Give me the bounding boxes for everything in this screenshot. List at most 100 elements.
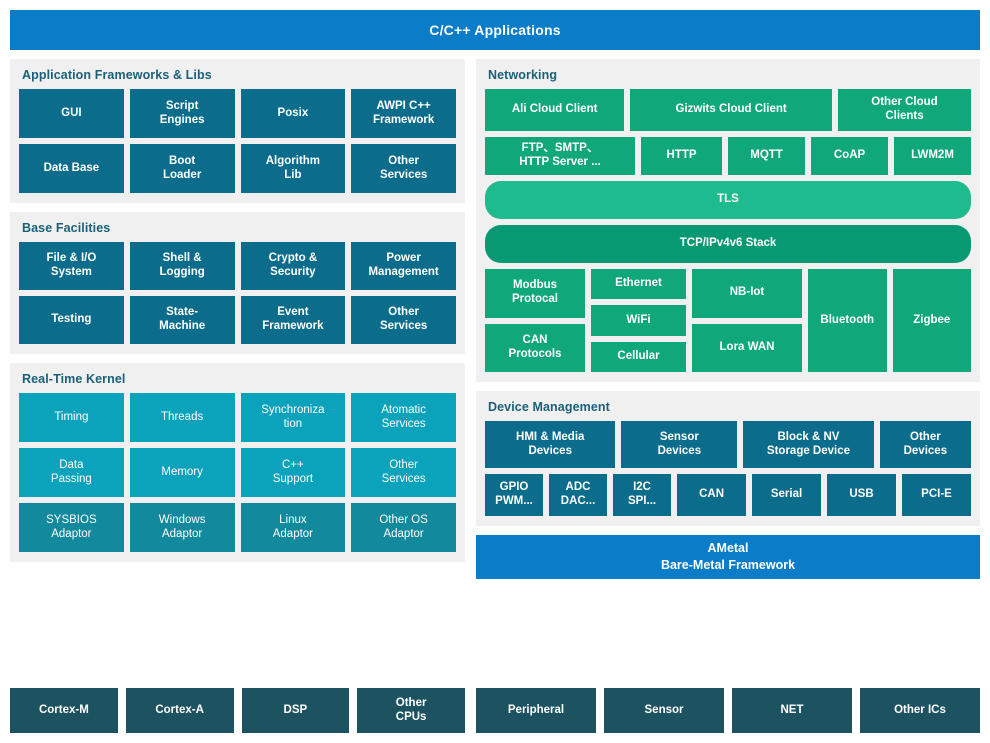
block-event-framework[interactable]: Event Framework: [240, 296, 346, 344]
block-ametal-bare-metal-framework[interactable]: AMetal Bare-Metal Framework: [476, 535, 980, 579]
block-modbus-protocal[interactable]: Modbus Protocal: [485, 269, 585, 318]
networking-tls-row: TLS: [485, 181, 971, 219]
block-synchronization[interactable]: Synchroniza tion: [240, 393, 346, 442]
app-frameworks-row-2: Data Base Boot Loader Algorithm Lib Othe…: [19, 144, 456, 193]
block-algorithm-lib[interactable]: Algorithm Lib: [240, 144, 346, 193]
block-other-cpus[interactable]: Other CPUs: [357, 688, 465, 733]
kernel-row-2: Data Passing Memory C++ Support Other Se…: [19, 448, 456, 497]
block-other-ics[interactable]: Other ICs: [860, 688, 980, 733]
radio-col-fieldbus: Modbus Protocal CAN Protocols: [485, 269, 585, 372]
block-hmi-media-devices[interactable]: HMI & Media Devices: [485, 421, 616, 468]
block-file-io-system[interactable]: File & I/O System: [19, 242, 124, 290]
ametal-line-1: AMetal: [707, 541, 749, 556]
base-facilities-row-1: File & I/O System Shell & Logging Crypto…: [19, 242, 456, 290]
block-linux-adaptor[interactable]: Linux Adaptor: [240, 503, 346, 552]
block-ali-cloud-client[interactable]: Ali Cloud Client: [485, 89, 625, 131]
radio-col-zigbee: Zigbee: [892, 269, 971, 372]
block-tcp-ipv4v6-stack[interactable]: TCP/IPv4v6 Stack: [485, 225, 971, 263]
block-serial[interactable]: Serial: [752, 474, 822, 516]
block-awpi-cpp-framework[interactable]: AWPI C++ Framework: [351, 89, 456, 138]
block-wifi[interactable]: WiFi: [591, 305, 686, 336]
block-mqtt[interactable]: MQTT: [728, 137, 806, 175]
block-adc-dac[interactable]: ADC DAC...: [549, 474, 608, 516]
applications-banner: C/C++ Applications: [10, 10, 980, 50]
panel-title-device-management: Device Management: [488, 400, 610, 414]
block-script-engines[interactable]: Script Engines: [129, 89, 235, 138]
device-management-row-2: GPIO PWM... ADC DAC... I2C SPI... CAN Se…: [485, 474, 971, 516]
block-gpio-pwm[interactable]: GPIO PWM...: [485, 474, 544, 516]
hardware-cpus: Cortex-M Cortex-A DSP Other CPUs: [10, 688, 465, 733]
block-other-os-adaptor[interactable]: Other OS Adaptor: [351, 503, 456, 552]
block-sensor-devices[interactable]: Sensor Devices: [621, 421, 738, 468]
block-sensor-ic[interactable]: Sensor: [604, 688, 724, 733]
block-other-services-app[interactable]: Other Services: [351, 144, 456, 193]
panel-realtime-kernel: Real-Time Kernel Timing Threads Synchron…: [10, 363, 465, 562]
block-cortex-m[interactable]: Cortex-M: [10, 688, 118, 733]
block-data-base[interactable]: Data Base: [19, 144, 124, 193]
block-cortex-a[interactable]: Cortex-A: [125, 688, 234, 733]
block-can-protocols[interactable]: CAN Protocols: [485, 323, 585, 372]
panel-application-frameworks: Application Frameworks & Libs GUI Script…: [10, 59, 465, 203]
block-other-cloud-clients[interactable]: Other Cloud Clients: [838, 89, 971, 131]
block-ftp-smtp-http-server[interactable]: FTP、SMTP、 HTTP Server ...: [485, 137, 636, 175]
radio-col-lpwan: NB-Iot Lora WAN: [692, 269, 802, 372]
block-coap[interactable]: CoAP: [811, 137, 889, 175]
hardware-ics: Peripheral Sensor NET Other ICs: [476, 688, 980, 733]
panel-title-realtime-kernel: Real-Time Kernel: [22, 372, 126, 386]
radio-col-wired-wireless: Ethernet WiFi Cellular: [591, 269, 686, 372]
block-bluetooth[interactable]: Bluetooth: [808, 269, 887, 372]
block-pci-e[interactable]: PCI-E: [902, 474, 971, 516]
block-peripheral[interactable]: Peripheral: [476, 688, 596, 733]
panel-title-base-facilities: Base Facilities: [22, 221, 111, 235]
block-crypto-security[interactable]: Crypto & Security: [240, 242, 346, 290]
block-boot-loader[interactable]: Boot Loader: [129, 144, 235, 193]
panel-title-networking: Networking: [488, 68, 558, 82]
block-data-passing[interactable]: Data Passing: [19, 448, 124, 497]
block-cellular[interactable]: Cellular: [591, 341, 686, 372]
block-atomatic-services[interactable]: Atomatic Services: [351, 393, 456, 442]
device-management-row-1: HMI & Media Devices Sensor Devices Block…: [485, 421, 971, 468]
block-other-services-kernel[interactable]: Other Services: [351, 448, 456, 497]
block-other-services-base[interactable]: Other Services: [351, 296, 456, 344]
block-dsp[interactable]: DSP: [241, 688, 350, 733]
right-column: Networking Ali Cloud Client Gizwits Clou…: [476, 59, 980, 679]
block-windows-adaptor[interactable]: Windows Adaptor: [129, 503, 235, 552]
panel-title-application-frameworks: Application Frameworks & Libs: [22, 68, 212, 82]
diagram-body: Application Frameworks & Libs GUI Script…: [10, 59, 980, 679]
networking-cloud-clients-row: Ali Cloud Client Gizwits Cloud Client Ot…: [485, 89, 971, 131]
app-frameworks-row-1: GUI Script Engines Posix AWPI C++ Framew…: [19, 89, 456, 138]
block-sysbios-adaptor[interactable]: SYSBIOS Adaptor: [19, 503, 124, 552]
ametal-line-2: Bare-Metal Framework: [660, 558, 796, 572]
networking-protocols-row: FTP、SMTP、 HTTP Server ... HTTP MQTT CoAP…: [485, 137, 971, 175]
block-testing[interactable]: Testing: [19, 296, 124, 344]
panel-device-management: Device Management HMI & Media Devices Se…: [476, 391, 980, 526]
block-lora-wan[interactable]: Lora WAN: [692, 323, 802, 372]
kernel-row-3: SYSBIOS Adaptor Windows Adaptor Linux Ad…: [19, 503, 456, 552]
block-memory[interactable]: Memory: [129, 448, 235, 497]
block-tls[interactable]: TLS: [485, 181, 971, 219]
block-posix[interactable]: Posix: [240, 89, 346, 138]
block-block-nv-storage-device[interactable]: Block & NV Storage Device: [743, 421, 874, 468]
block-ethernet[interactable]: Ethernet: [591, 269, 686, 300]
block-i2c-spi[interactable]: I2C SPI...: [613, 474, 672, 516]
block-power-management[interactable]: Power Management: [351, 242, 456, 290]
block-state-machine[interactable]: State- Machine: [129, 296, 235, 344]
block-timing[interactable]: Timing: [19, 393, 124, 442]
block-nb-iot[interactable]: NB-Iot: [692, 269, 802, 318]
block-can-device[interactable]: CAN: [677, 474, 747, 516]
panel-base-facilities: Base Facilities File & I/O System Shell …: [10, 212, 465, 354]
block-net-ic[interactable]: NET: [732, 688, 852, 733]
block-gizwits-cloud-client[interactable]: Gizwits Cloud Client: [630, 89, 832, 131]
block-http[interactable]: HTTP: [641, 137, 723, 175]
block-other-devices[interactable]: Other Devices: [879, 421, 971, 468]
block-cpp-support[interactable]: C++ Support: [240, 448, 346, 497]
block-usb[interactable]: USB: [827, 474, 896, 516]
block-shell-logging[interactable]: Shell & Logging: [129, 242, 235, 290]
block-gui[interactable]: GUI: [19, 89, 124, 138]
block-lwm2m[interactable]: LWM2M: [894, 137, 971, 175]
block-zigbee[interactable]: Zigbee: [892, 269, 971, 372]
block-threads[interactable]: Threads: [129, 393, 235, 442]
networking-tcp-row: TCP/IPv4v6 Stack: [485, 225, 971, 263]
kernel-row-1: Timing Threads Synchroniza tion Atomatic…: [19, 393, 456, 442]
